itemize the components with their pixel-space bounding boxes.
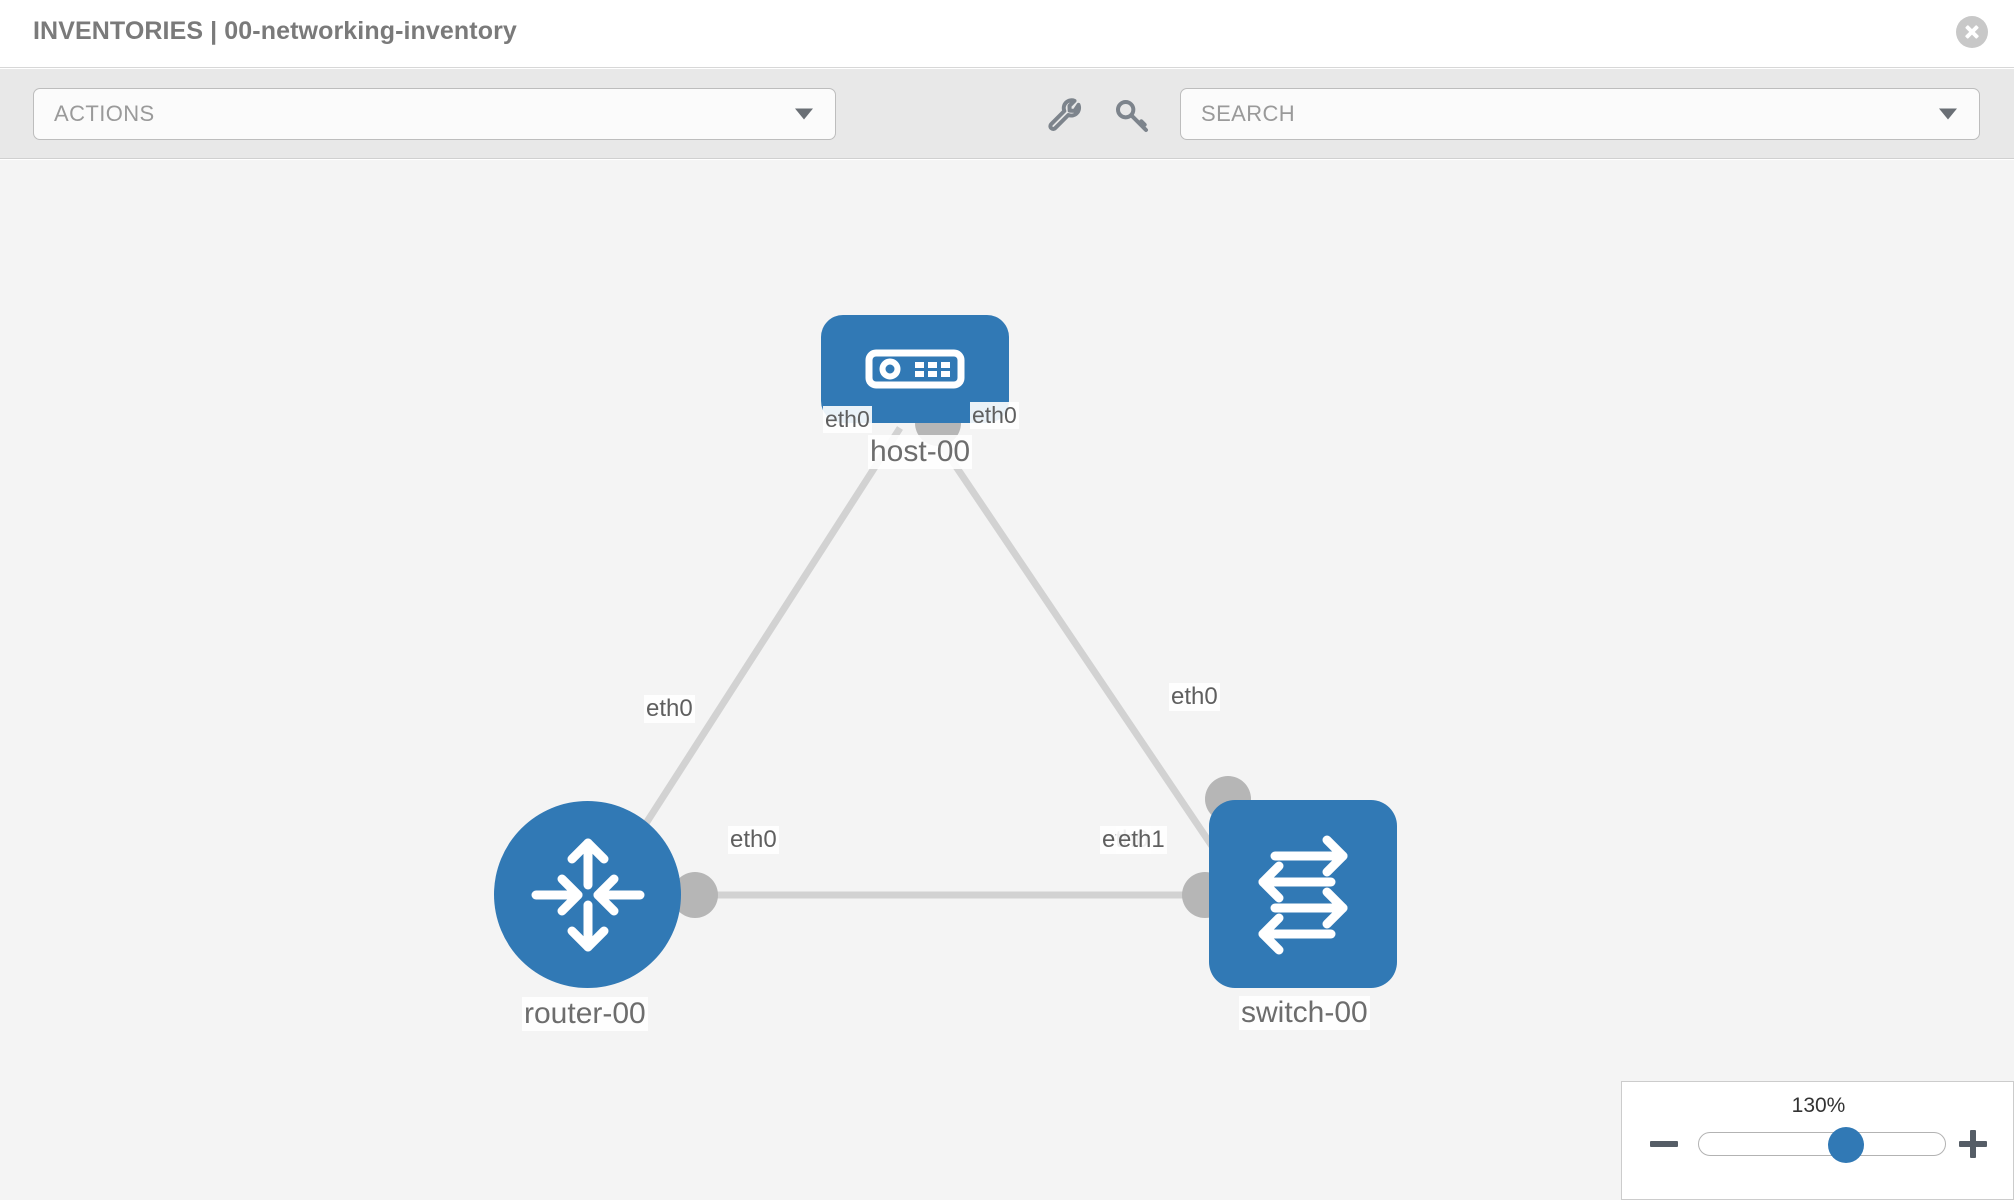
node-label-host: host-00 xyxy=(868,435,973,469)
zoom-control-panel: 130% xyxy=(1621,1081,2014,1200)
router-node-shape[interactable] xyxy=(494,801,681,988)
topology-links xyxy=(597,426,1248,899)
chevron-down-icon xyxy=(1939,108,1957,120)
zoom-in-button[interactable] xyxy=(1959,1130,1987,1158)
link-label-switch-left-b: eth1 xyxy=(1116,826,1167,854)
server-icon xyxy=(865,349,965,389)
toolbar: ACTIONS SEARCH xyxy=(0,69,2014,159)
actions-dropdown[interactable]: ACTIONS xyxy=(33,88,836,140)
wrench-icon[interactable] xyxy=(1046,96,1086,136)
page-header: INVENTORIES | 00-networking-inventory xyxy=(0,0,2014,68)
topology-canvas[interactable]: host-00 router-00 xyxy=(0,160,2014,1200)
host-node-shape[interactable] xyxy=(821,315,1009,423)
zoom-slider[interactable] xyxy=(1698,1127,1946,1163)
node-label-switch: switch-00 xyxy=(1239,996,1370,1030)
zoom-slider-thumb[interactable] xyxy=(1828,1127,1864,1163)
page-title: INVENTORIES | 00-networking-inventory xyxy=(33,17,517,45)
key-icon[interactable] xyxy=(1112,96,1152,136)
router-arrows-icon xyxy=(531,838,644,951)
switch-arrows-icon xyxy=(1258,835,1348,955)
actions-dropdown-label: ACTIONS xyxy=(54,101,155,126)
link-label-router-up: eth0 xyxy=(644,695,695,723)
chevron-down-icon xyxy=(795,108,813,120)
search-placeholder: SEARCH xyxy=(1201,101,1296,126)
link-label-switch-up: eth0 xyxy=(1169,683,1220,711)
link-label-host-left: eth0 xyxy=(823,406,872,433)
link-label-host-right: eth0 xyxy=(970,402,1019,429)
close-icon[interactable] xyxy=(1956,16,1988,48)
zoom-out-button[interactable] xyxy=(1650,1130,1678,1158)
search-input[interactable]: SEARCH xyxy=(1180,88,1980,140)
switch-node-shape[interactable] xyxy=(1209,800,1397,988)
node-label-router: router-00 xyxy=(522,997,648,1031)
link-label-router-right: eth0 xyxy=(728,826,779,854)
zoom-level-value: 130% xyxy=(1791,1094,1846,1117)
